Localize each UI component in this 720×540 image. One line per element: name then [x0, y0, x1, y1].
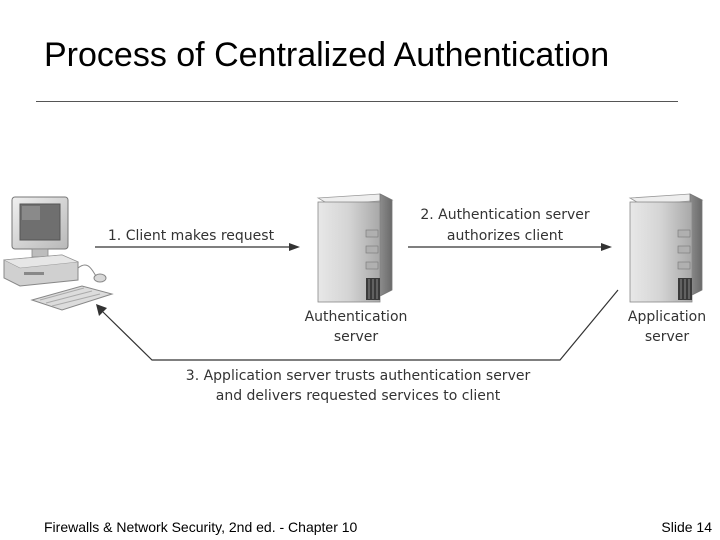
authentication-server-icon — [316, 193, 394, 303]
authentication-server-label: Authentication — [305, 309, 408, 325]
step-3-label: 3. Application server trusts authenticat… — [186, 368, 531, 384]
authentication-server-label-line2: server — [334, 329, 379, 345]
arrow-step-1 — [95, 243, 300, 251]
step-3-label-line2: and delivers requested services to clien… — [216, 388, 501, 404]
application-server-icon — [628, 193, 704, 303]
arrow-step-3 — [96, 289, 619, 361]
arrow-step-2 — [408, 243, 612, 251]
step-2-label: 2. Authentication server — [420, 207, 590, 223]
step-1-label: 1. Client makes request — [108, 228, 275, 244]
title-divider — [36, 101, 678, 102]
step-2-label-line2: authorizes client — [447, 228, 564, 244]
desktop-computer-icon — [2, 196, 114, 311]
footer-citation: Firewalls & Network Security, 2nd ed. - … — [44, 519, 358, 535]
application-server-label: Application — [628, 309, 706, 325]
slide-number: Slide 14 — [661, 519, 712, 535]
authentication-diagram: Authentication server Application server… — [2, 193, 706, 404]
slide-title: Process of Centralized Authentication — [44, 36, 610, 74]
application-server-label-line2: server — [645, 329, 690, 345]
